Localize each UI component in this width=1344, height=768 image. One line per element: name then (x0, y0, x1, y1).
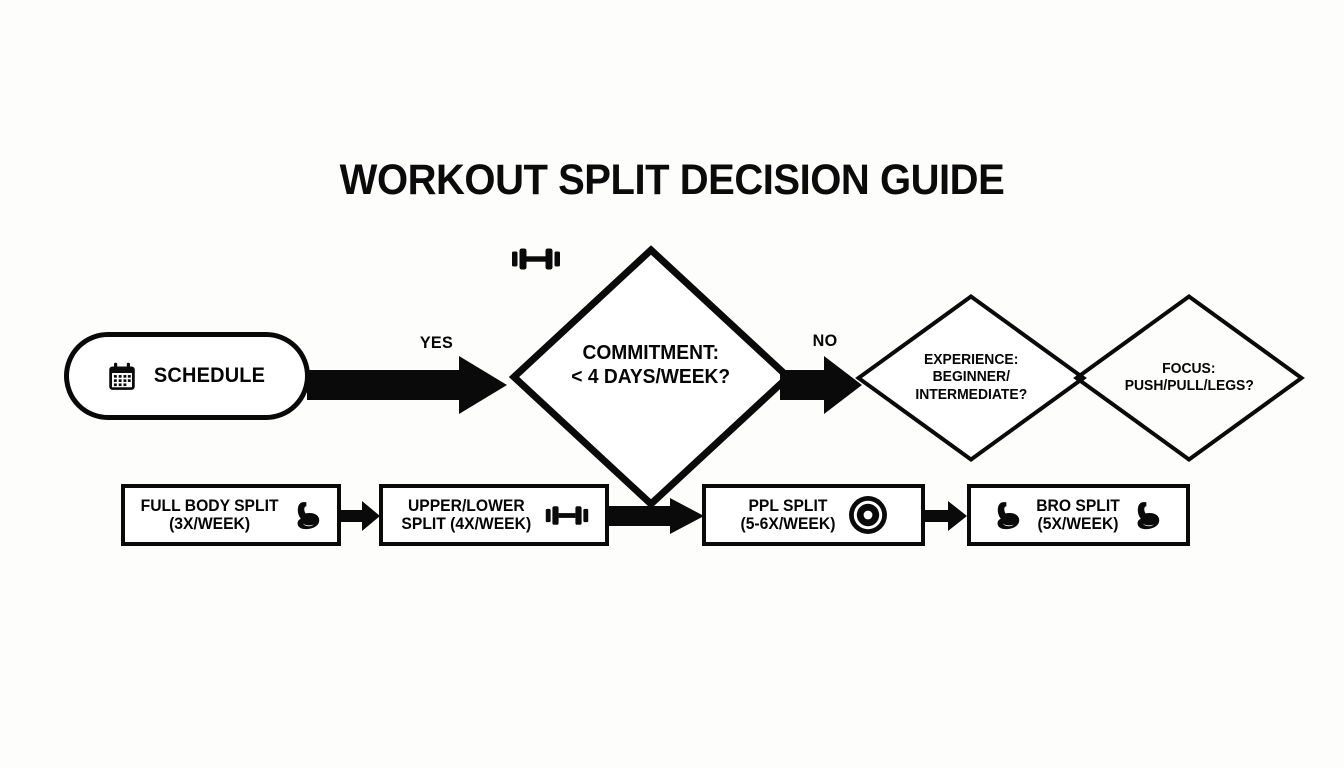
node-upper-lower-split[interactable]: UPPER/LOWER SPLIT (4X/WEEK) (379, 484, 609, 546)
dumbbell-icon (544, 504, 590, 527)
arrow-ppl-to-bro (923, 500, 967, 532)
node-schedule-label: SCHEDULE (154, 364, 266, 387)
node-ppl-split[interactable]: PPL SPLIT (5-6X/WEEK) (702, 484, 925, 546)
node-experience[interactable]: EXPERIENCE: BEGINNER/ INTERMEDIATE? (855, 294, 1087, 462)
node-upper-lower-split-label: UPPER/LOWER SPLIT (4X/WEEK) (401, 496, 532, 533)
arrow-fullbody-to-upperlower (338, 500, 380, 532)
node-bro-split[interactable]: BRO SPLIT (5X/WEEK) (967, 484, 1190, 546)
arrow-upperlower-to-ppl (606, 498, 704, 534)
flexed-bicep-icon (292, 499, 325, 532)
node-full-body-split-label: FULL BODY SPLIT (3X/WEEK) (141, 496, 279, 533)
node-full-body-split[interactable]: FULL BODY SPLIT (3X/WEEK) (121, 484, 341, 546)
node-focus[interactable]: FOCUS: PUSH/PULL/LEGS? (1073, 294, 1305, 462)
node-ppl-split-label: PPL SPLIT (5-6X/WEEK) (740, 496, 836, 533)
edge-label-no: NO (812, 331, 838, 350)
edge-label-yes: YES (419, 333, 454, 352)
calendar-icon (105, 359, 139, 393)
node-bro-split-label: BRO SPLIT (5X/WEEK) (1036, 496, 1121, 533)
arrow-schedule-to-commitment (307, 356, 507, 414)
node-commitment[interactable]: COMMITMENT: < 4 DAYS/WEEK? (508, 245, 794, 509)
arrow-commitment-to-experience (780, 356, 862, 414)
page-title: WORKOUT SPLIT DECISION GUIDE (339, 156, 1005, 204)
node-schedule[interactable]: SCHEDULE (64, 332, 310, 420)
weight-plate-icon (847, 494, 889, 536)
flexed-bicep-icon (992, 499, 1025, 532)
flexed-bicep-icon (1132, 499, 1165, 532)
